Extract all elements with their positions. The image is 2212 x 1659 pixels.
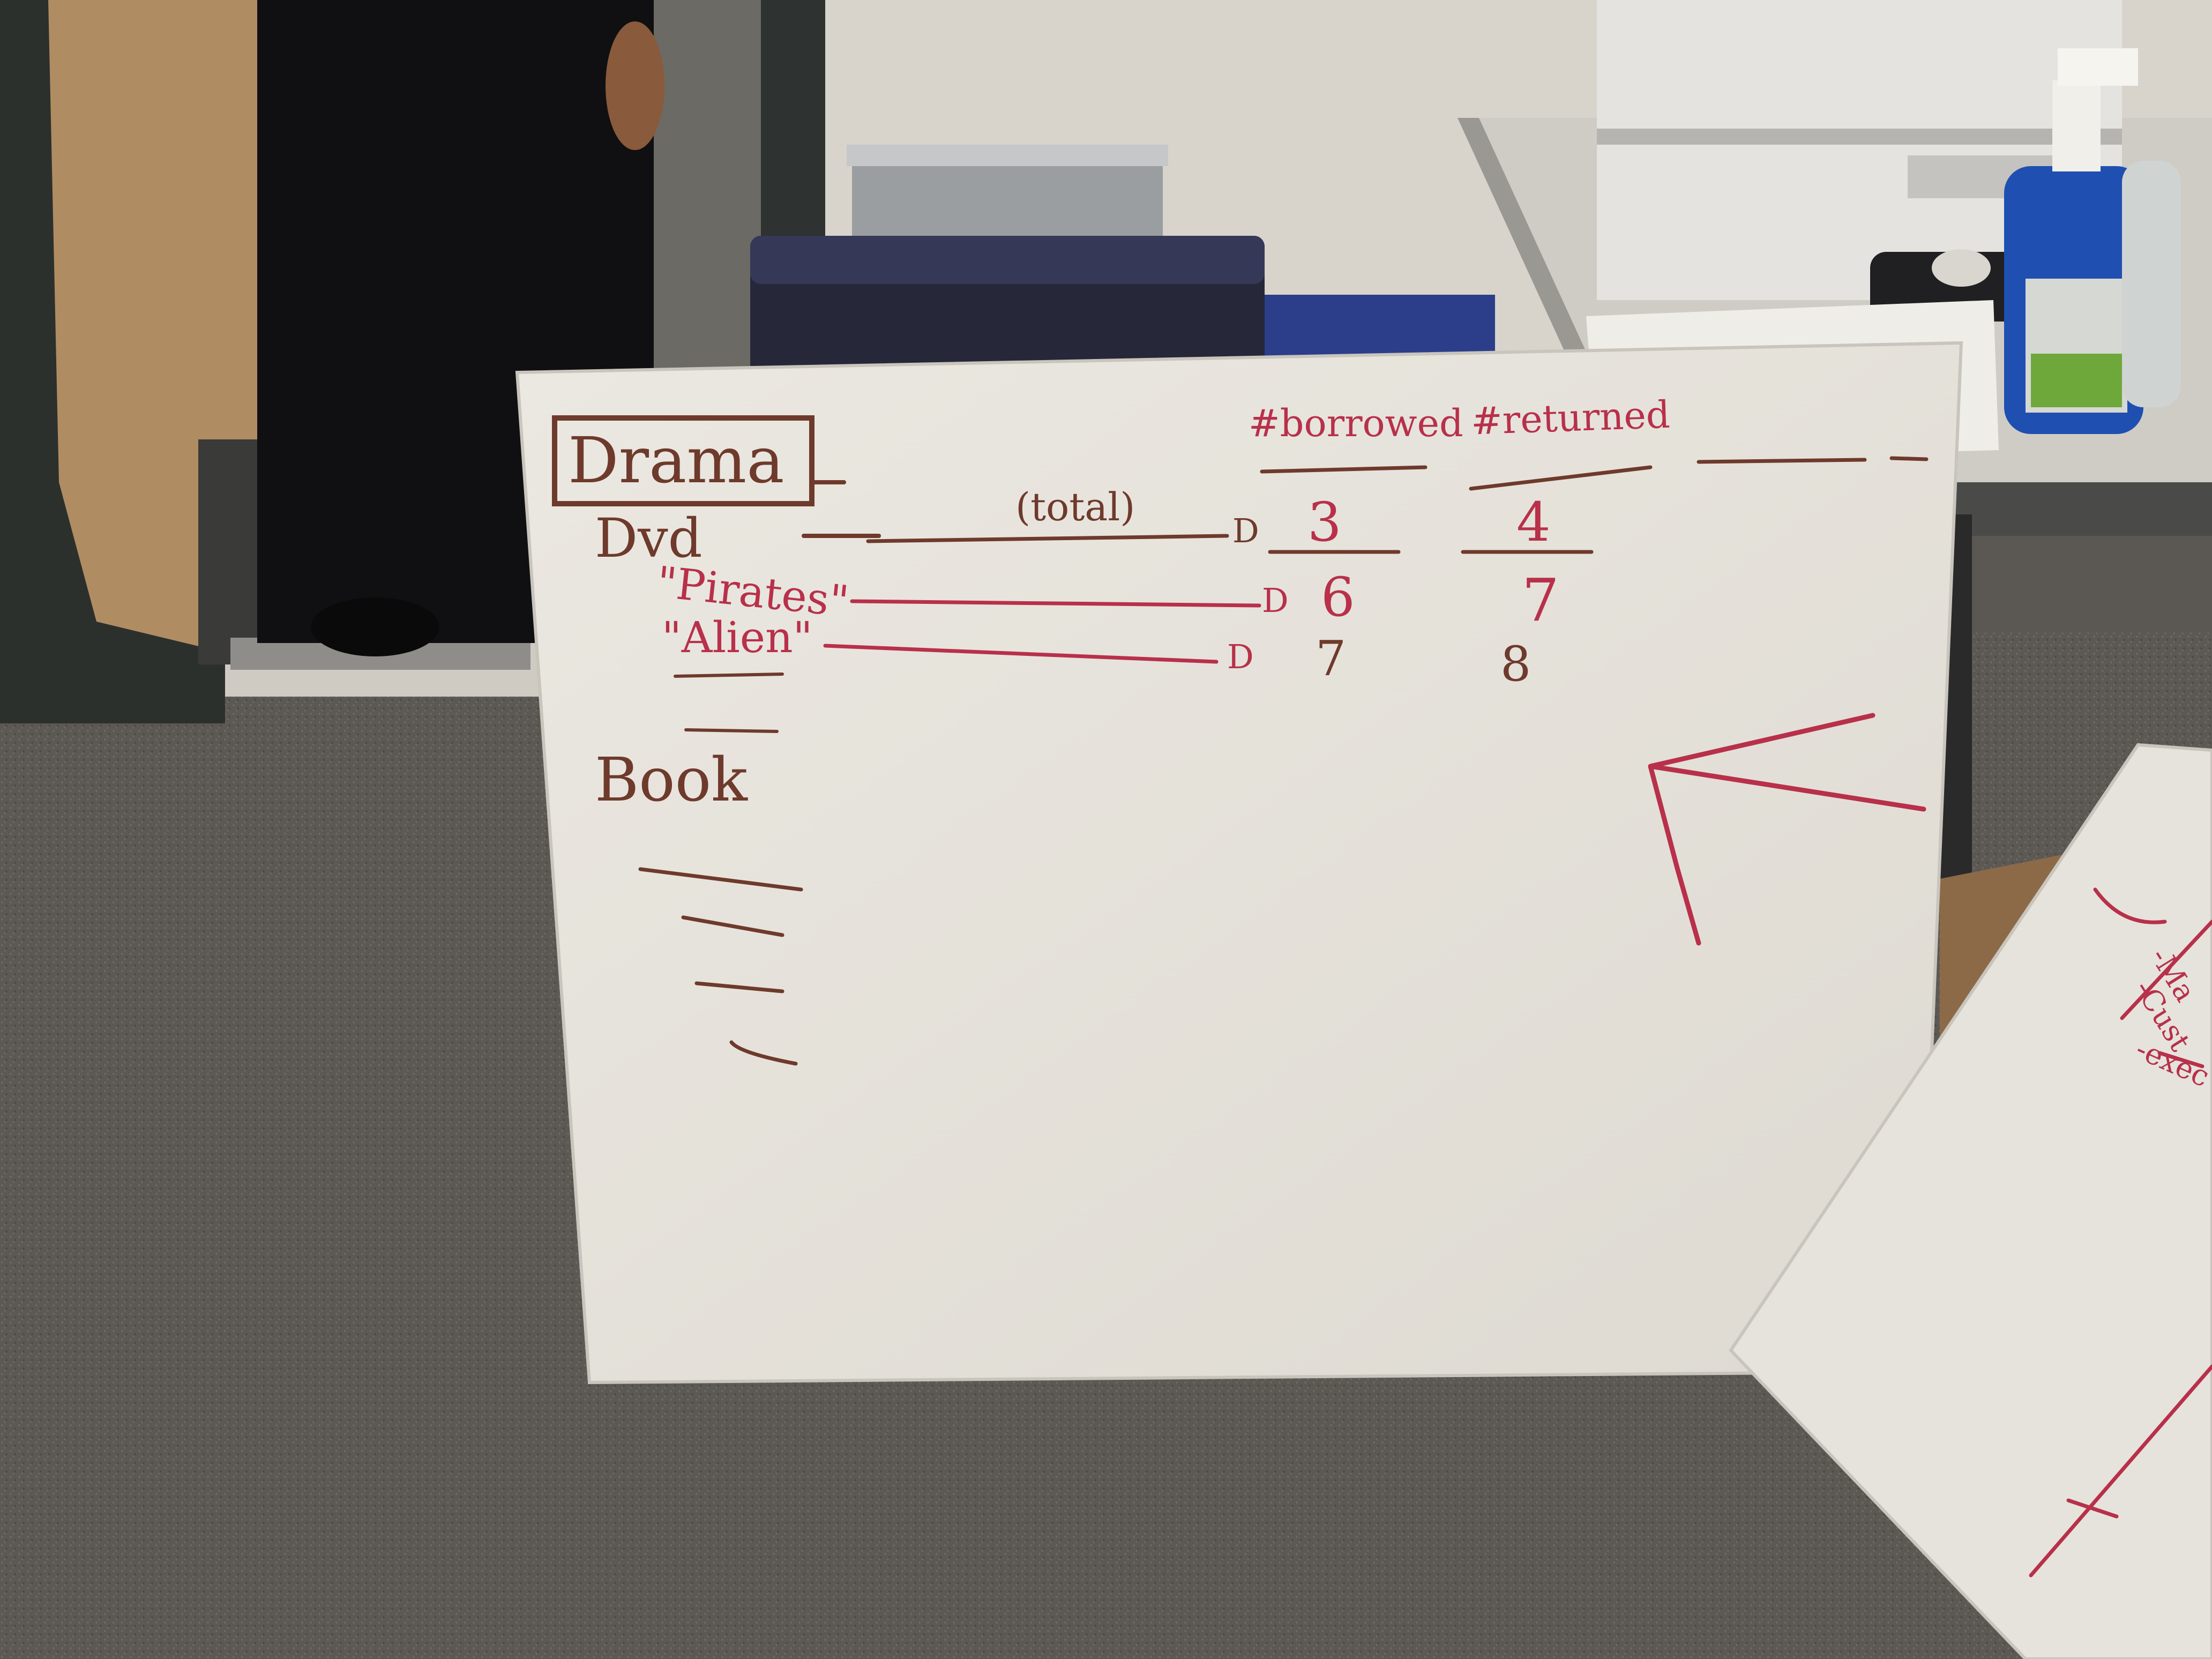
main-whiteboard [515, 341, 1963, 1385]
dvd-label: Dvd [595, 507, 703, 570]
borrowed-value-pirates: 6 [1321, 566, 1355, 629]
returned-value-alien: 8 [1500, 636, 1531, 692]
returned-value-dvd: 4 [1516, 491, 1551, 554]
second-whiteboard [1729, 743, 2212, 1659]
returned-value-pirates: 7 [1522, 566, 1559, 634]
drama-heading: Drama [568, 423, 784, 497]
arrow-mark-pirates: D [1262, 581, 1289, 620]
borrowed-value-dvd: 3 [1307, 491, 1342, 554]
spray-bottle-icon [2004, 48, 2181, 434]
borrowed-header: #borrowed [1249, 401, 1463, 445]
arrow-mark-alien: D [1227, 637, 1254, 676]
book-label: Book [595, 745, 748, 815]
second-board-marks [2029, 887, 2212, 1578]
total-note: (total) [1015, 484, 1135, 529]
borrowed-value-alien: 7 [1316, 631, 1347, 687]
alien-label: "Alien" [662, 612, 813, 662]
arrow-mark-dvd: D [1232, 511, 1259, 550]
marker-drawings [552, 415, 1929, 1066]
drama-box [552, 415, 814, 506]
returned-header: #returned [1470, 392, 1671, 444]
